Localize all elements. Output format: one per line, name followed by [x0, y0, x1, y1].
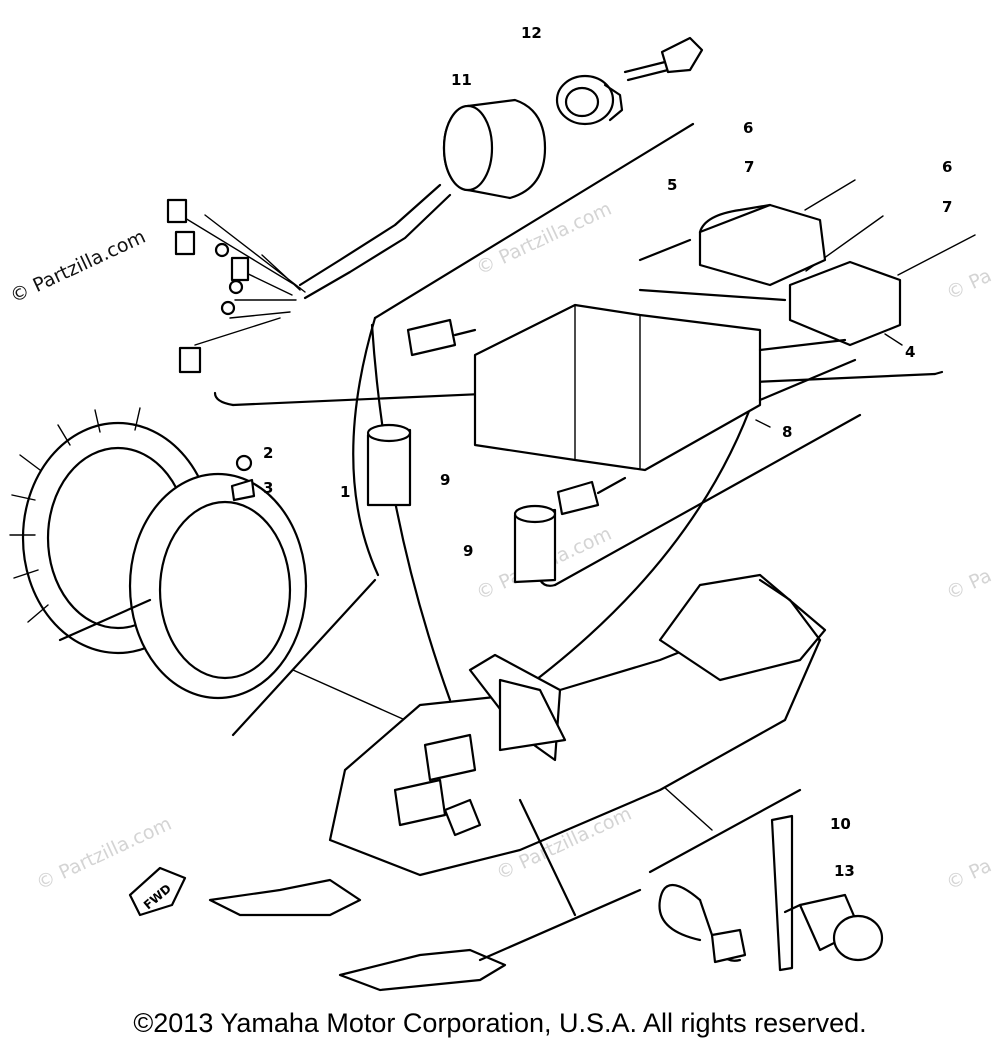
- callout-4: 4: [905, 343, 915, 361]
- copyright-notice: ©2013 Yamaha Motor Corporation, U.S.A. A…: [133, 1008, 867, 1038]
- cdi-unit: [473, 303, 857, 472]
- key-and-cap: [555, 36, 704, 126]
- callout-7: 7: [744, 158, 754, 176]
- magneto-flywheel: [9, 407, 308, 700]
- callout-6: 6: [942, 158, 952, 176]
- callout-6: 6: [743, 119, 753, 137]
- callout-3: 3: [263, 479, 273, 497]
- tether-switch: [658, 814, 884, 972]
- callout-11: 11: [451, 71, 472, 89]
- callout-1: 1: [340, 483, 350, 501]
- callout-2: 2: [263, 444, 273, 462]
- callout-9: 9: [463, 542, 473, 560]
- callout-13: 13: [834, 862, 855, 880]
- callout-5: 5: [667, 176, 677, 194]
- ignition-coils: [638, 179, 976, 347]
- watermark: © Pa: [943, 855, 995, 895]
- watermark: © Partzilla.com: [473, 198, 615, 280]
- callout-7: 7: [942, 198, 952, 216]
- callouts: 1 2 3 4 5 6 6 7 7 8 9 9 10 11 12 13: [263, 24, 952, 880]
- watermark: © Pa: [943, 565, 995, 605]
- callout-12: 12: [521, 24, 542, 42]
- callout-8: 8: [782, 423, 792, 441]
- callout-10: 10: [830, 815, 851, 833]
- callout-9: 9: [440, 471, 450, 489]
- main-switch-harness: [166, 98, 547, 374]
- watermark-main: © Partzilla.com: [7, 226, 149, 308]
- plug-caps: [366, 318, 627, 584]
- fwd-arrow: FWD: [128, 866, 187, 917]
- watermark: © Pa: [943, 265, 995, 305]
- snowmobile: [208, 573, 827, 992]
